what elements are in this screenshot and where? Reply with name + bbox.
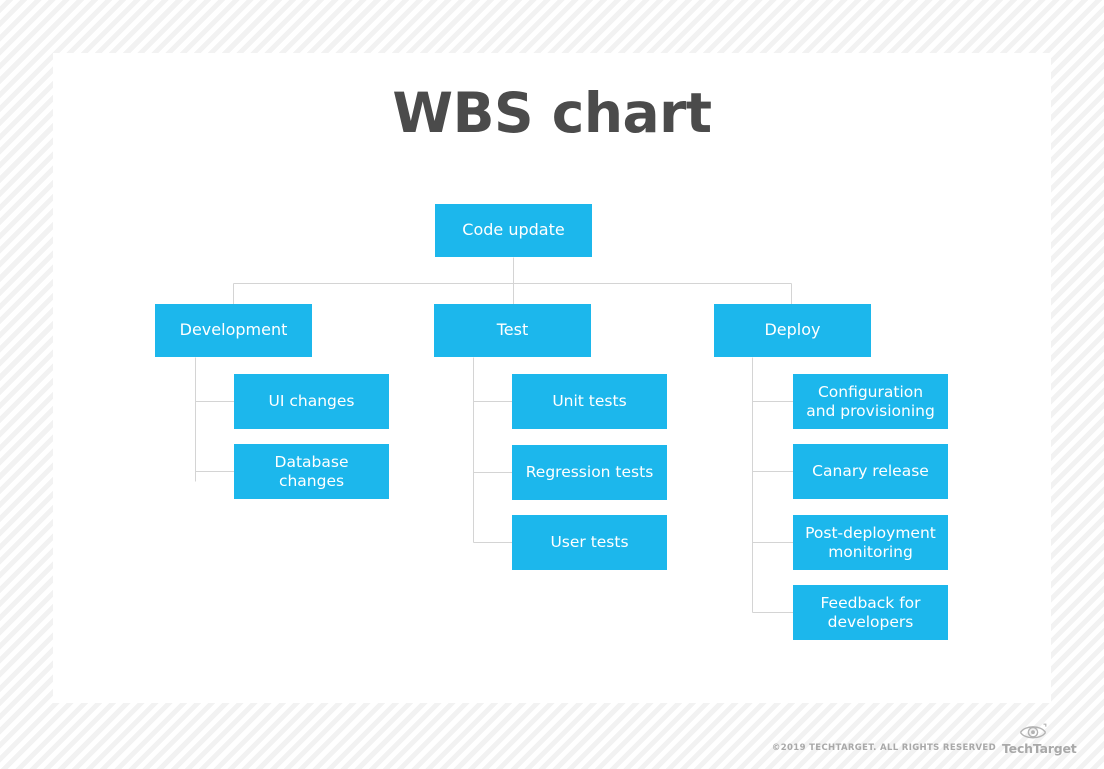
node-ui-changes[interactable]: UI changes xyxy=(234,374,389,429)
wbs-chart: Code update Development Test Deploy UI c… xyxy=(53,53,1051,703)
node-configuration-and-provisioning[interactable]: Configuration and provisioning xyxy=(793,374,948,429)
copyright-text: ©2019 TECHTARGET. ALL RIGHTS RESERVED xyxy=(771,743,996,753)
node-label: Code update xyxy=(462,220,565,240)
node-label: Canary release xyxy=(812,462,929,481)
node-development[interactable]: Development xyxy=(155,304,312,357)
node-post-deployment-monitoring[interactable]: Post-deployment monitoring xyxy=(793,515,948,570)
techtarget-logo: TechTarget xyxy=(1002,721,1077,757)
footer: ©2019 TECHTARGET. ALL RIGHTS RESERVED Te… xyxy=(0,703,1104,769)
node-label: Configuration and provisioning xyxy=(806,383,935,420)
node-database-changes[interactable]: Database changes xyxy=(234,444,389,499)
eye-icon xyxy=(1019,723,1047,739)
node-label: User tests xyxy=(550,533,629,552)
node-test[interactable]: Test xyxy=(434,304,591,357)
node-label: UI changes xyxy=(268,392,355,411)
node-canary-release[interactable]: Canary release xyxy=(793,444,948,499)
node-deploy[interactable]: Deploy xyxy=(714,304,871,357)
node-label: Deploy xyxy=(764,320,821,340)
node-unit-tests[interactable]: Unit tests xyxy=(512,374,667,429)
node-regression-tests[interactable]: Regression tests xyxy=(512,445,667,500)
node-code-update[interactable]: Code update xyxy=(435,204,592,257)
node-label: Regression tests xyxy=(525,463,654,482)
logo-wordmark: TechTarget xyxy=(1002,741,1077,756)
node-label: Unit tests xyxy=(552,392,627,411)
connector-lines xyxy=(194,257,794,614)
node-label: Database changes xyxy=(274,453,349,490)
node-user-tests[interactable]: User tests xyxy=(512,515,667,570)
node-label: Development xyxy=(179,320,288,340)
page-title: WBS chart xyxy=(392,81,712,145)
node-label: Test xyxy=(496,320,529,340)
chart-card: WBS chart xyxy=(53,53,1051,703)
node-label: Feedback for developers xyxy=(820,594,921,631)
node-feedback-for-developers[interactable]: Feedback for developers xyxy=(793,585,948,640)
node-label: Post-deployment monitoring xyxy=(805,524,936,561)
